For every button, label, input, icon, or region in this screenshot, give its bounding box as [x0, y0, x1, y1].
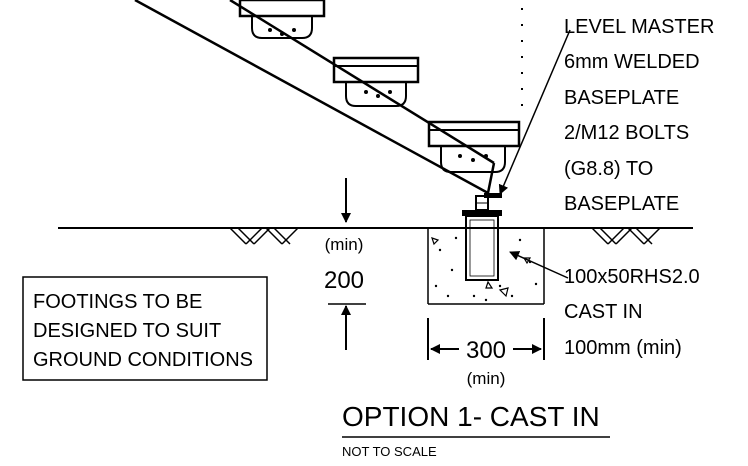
welded-baseplate: [484, 193, 502, 198]
title-sub: NOT TO SCALE: [342, 444, 437, 459]
width-value: 300: [466, 337, 506, 364]
rhs-callout: 100x50RHS2.0 CAST IN 100mm (min): [564, 266, 700, 359]
rhs-callout-line: CAST IN: [564, 301, 643, 323]
footing-note-line: GROUND CONDITIONS: [33, 349, 253, 371]
footing-note-line: DESIGNED TO SUIT: [33, 320, 221, 342]
depth-dimension: [328, 178, 366, 350]
baseplate-callout-line: LEVEL MASTER: [564, 16, 714, 38]
depth-qualifier: (min): [325, 235, 364, 254]
earth-hatch-right: [591, 227, 661, 245]
m12-bolt: [475, 195, 489, 211]
baseplate-callout-line: BASEPLATE: [564, 193, 679, 215]
baseplate-callout-line: 6mm WELDED: [564, 51, 700, 73]
baseplate-callout-line: BASEPLATE: [564, 87, 679, 109]
stair-stringer: [134, 0, 502, 198]
baseplate-callout-line: 2/M12 BOLTS: [564, 122, 689, 144]
rhs-post: [462, 210, 502, 281]
baseplate-callout: LEVEL MASTER 6mm WELDED BASEPLATE 2/M12 …: [564, 16, 714, 215]
concrete-footing: [427, 228, 545, 305]
stair-tread-2: [332, 56, 420, 107]
depth-value: 200: [324, 267, 364, 294]
width-dimension: [427, 318, 545, 360]
detail-title: OPTION 1- CAST IN NOT TO SCALE: [342, 401, 610, 459]
title-main: OPTION 1- CAST IN: [342, 401, 600, 432]
rhs-callout-line: 100x50RHS2.0: [564, 266, 700, 288]
width-qualifier: (min): [467, 369, 506, 388]
stair-tread-1: [238, 0, 326, 39]
baseplate-leader: [498, 29, 571, 195]
baseplate-callout-line: (G8.8) TO: [564, 158, 653, 180]
rhs-callout-line: 100mm (min): [564, 337, 682, 359]
rhs-leader: [509, 251, 569, 279]
footing-note-box: FOOTINGS TO BE DESIGNED TO SUIT GROUND C…: [22, 276, 268, 381]
earth-hatch-left: [229, 227, 299, 245]
stair-tread-3: [427, 120, 521, 173]
footing-note-line: FOOTINGS TO BE: [33, 291, 202, 313]
